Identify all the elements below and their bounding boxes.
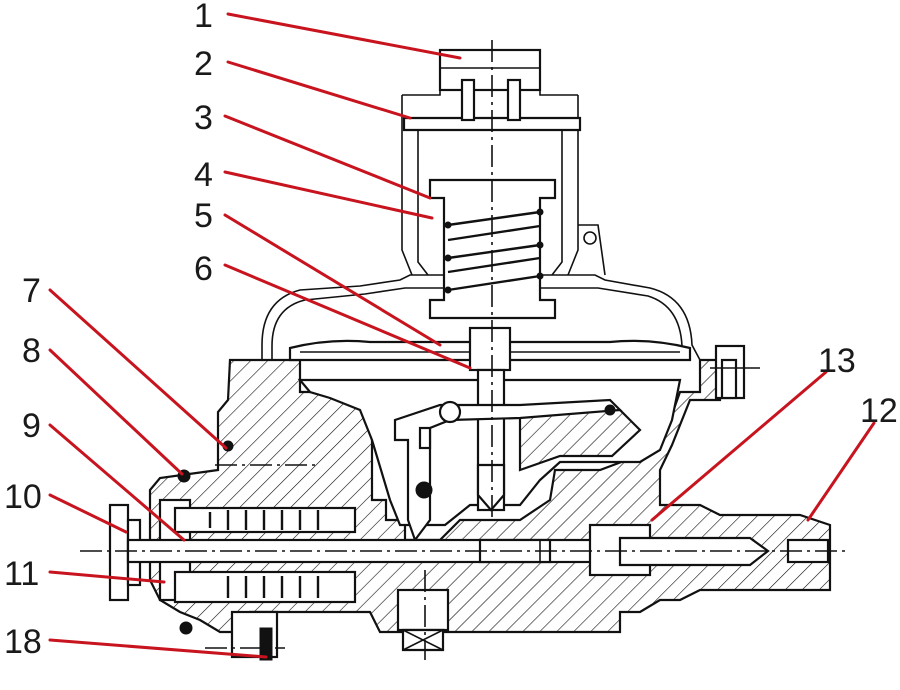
- callout-13: 13: [818, 342, 856, 380]
- callout-9: 9: [22, 407, 41, 445]
- leader-18: [48, 638, 268, 659]
- leader-10: [48, 493, 128, 534]
- leader-5: [223, 213, 442, 347]
- callout-2: 2: [194, 45, 213, 83]
- callout-3: 3: [194, 99, 213, 137]
- leader-11: [48, 570, 166, 584]
- leader-9: [48, 423, 186, 542]
- leader-12: [806, 421, 876, 522]
- callout-12: 12: [860, 392, 898, 430]
- leader-8: [48, 348, 184, 476]
- callout-4: 4: [194, 156, 213, 194]
- center-lines: [80, 40, 850, 660]
- callout-18: 18: [4, 623, 42, 661]
- stem-and-lever: [393, 326, 623, 543]
- callout-10: 10: [4, 478, 42, 516]
- spring-bonnet: [401, 48, 606, 320]
- leader-6: [223, 263, 472, 370]
- callout-numbers: 1 2 3 4 5 6 7 8 9 10 11 12 13 18: [4, 0, 898, 661]
- leader-4: [223, 170, 434, 220]
- leader-3: [223, 114, 432, 200]
- leader-lines: [48, 12, 876, 659]
- main-spring: [444, 208, 544, 294]
- callout-11: 11: [4, 555, 39, 593]
- callout-6: 6: [194, 250, 213, 288]
- bottom-plug: [396, 588, 450, 652]
- leader-1: [226, 12, 462, 60]
- leader-7: [48, 288, 228, 450]
- callout-7: 7: [22, 272, 41, 310]
- callout-5: 5: [194, 197, 213, 235]
- leader-13: [650, 370, 828, 522]
- callout-8: 8: [22, 332, 41, 370]
- leader-2: [226, 60, 412, 120]
- callout-1: 1: [194, 0, 213, 35]
